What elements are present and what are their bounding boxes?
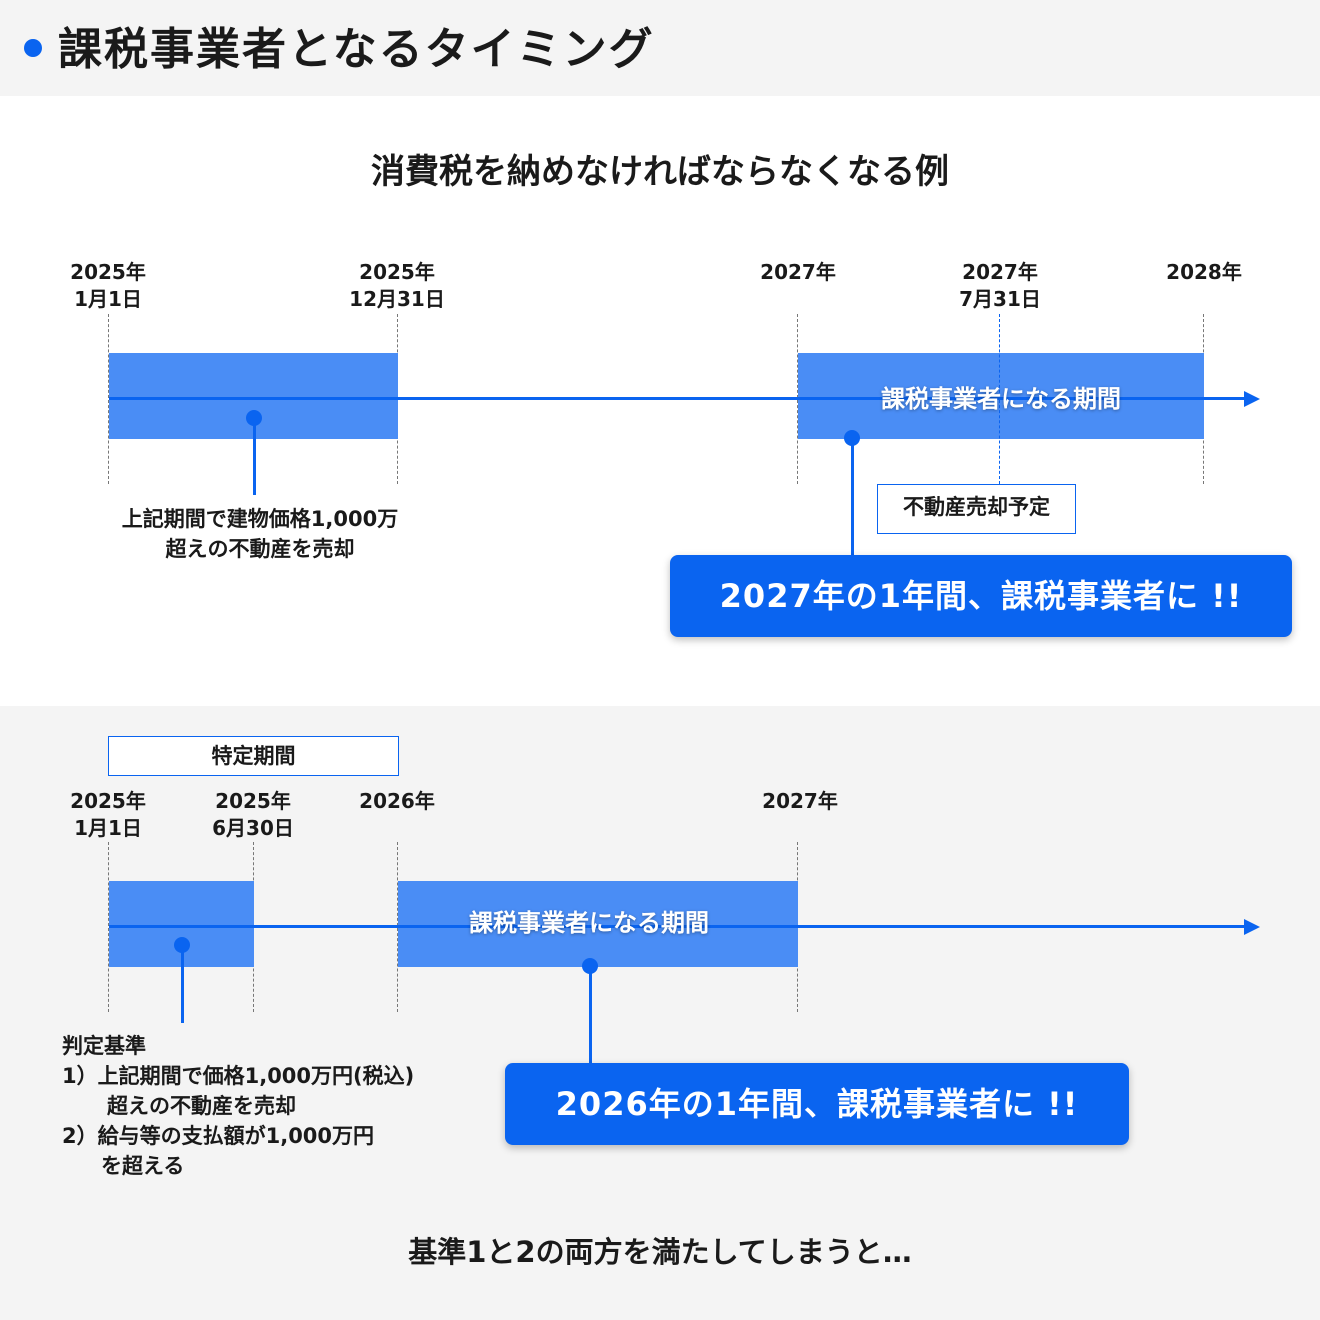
header-bar — [0, 0, 1320, 96]
timeline-axis — [109, 925, 1245, 928]
arrow-right-icon — [1244, 919, 1260, 935]
taxable-period-label: 課税事業者になる期間 — [881, 385, 1121, 413]
timeline-axis — [109, 397, 1245, 400]
marker-stem — [851, 438, 854, 556]
date-label-2028: 2028年 — [1166, 260, 1242, 284]
criteria-heading: 判定基準 — [62, 1034, 146, 1058]
taxable-period-band-2026 — [398, 881, 798, 967]
example1-title: 消費税を納めなければならなくなる例 — [371, 152, 949, 192]
criteria-item-1: 1）上記期間で価格1,000万円(税込) — [62, 1064, 415, 1088]
guide-line-2025-01-01 — [108, 842, 109, 1012]
date-label-2027: 2027年 — [760, 260, 836, 284]
date-label-2025-06-30: 2025年 6月30日 — [212, 789, 294, 840]
sale-condition-note: 上記期間で建物価格1,000万 超えの不動産を売却 — [121, 507, 399, 561]
arrow-right-icon — [1244, 391, 1260, 407]
result-callout: 2027年の1年間、課税事業者に !! — [670, 555, 1292, 637]
date-label-2025-12-31: 2025年 12月31日 — [349, 260, 445, 311]
conclusion-text: 基準1と2の両方を満たしてしまうと… — [408, 1235, 912, 1269]
result-callout: 2026年の1年間、課税事業者に !! — [505, 1063, 1129, 1145]
date-label-2027: 2027年 — [762, 789, 838, 813]
criteria-item-2: 2）給与等の支払額が1,000万円 — [62, 1124, 375, 1148]
taxable-period-label: 課税事業者になる期間 — [469, 909, 709, 937]
bullet-dot-icon — [24, 39, 42, 57]
date-label-2027-07-31: 2027年 7月31日 — [959, 260, 1041, 311]
marker-stem — [181, 945, 184, 1023]
marker-stem — [253, 418, 256, 495]
taxable-period-band-2027 — [798, 353, 1204, 439]
criteria-item-2-cont: を超える — [101, 1154, 185, 1178]
guide-line-2027-07-31 — [999, 314, 1000, 484]
date-label-2025-01-01: 2025年 1月1日 — [70, 789, 146, 840]
guide-line-2025-01-01 — [108, 314, 109, 484]
planned-sale-box: 不動産売却予定 — [877, 484, 1076, 534]
specific-period-box: 特定期間 — [108, 736, 399, 776]
date-label-2026: 2026年 — [359, 789, 435, 813]
example2-section — [0, 706, 1320, 1320]
date-label-2025-01-01: 2025年 1月1日 — [70, 260, 146, 311]
marker-stem — [589, 966, 592, 1064]
criteria-item-1-cont: 超えの不動産を売却 — [107, 1094, 296, 1118]
page-title: 課税事業者となるタイミング — [58, 24, 655, 75]
